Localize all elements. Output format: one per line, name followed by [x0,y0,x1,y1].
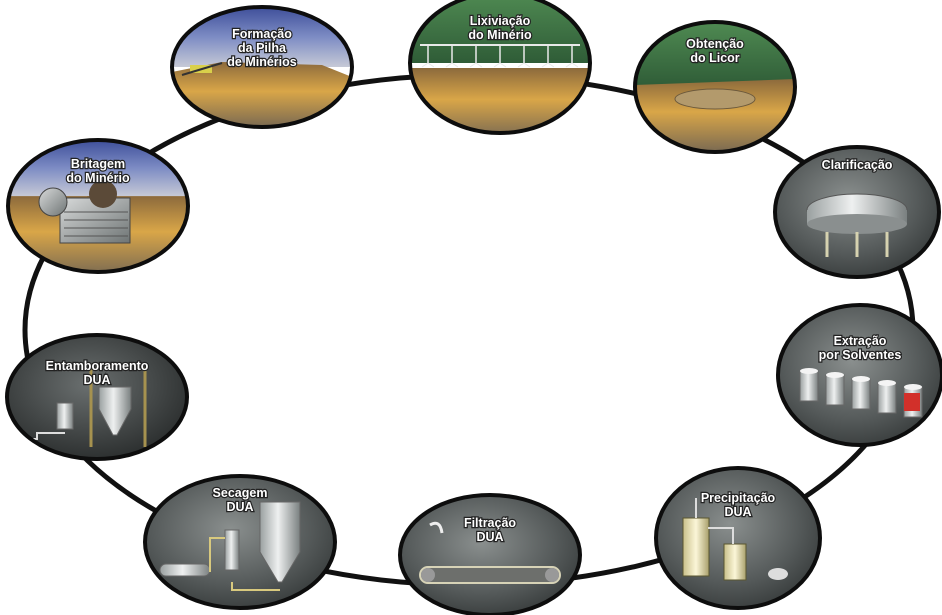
stage-border [5,333,189,461]
stage-border [6,138,190,274]
precipitation-illustration [656,468,820,608]
stage-border [633,20,797,154]
drumming-illustration [7,335,187,459]
stage-label-clarificacao: Clarificação [822,158,893,172]
stage-label-line: DUA [724,505,751,519]
solvent-illustration [778,305,942,445]
stage-label-line: DUA [83,373,110,387]
stage-label-line: DUA [476,530,503,544]
stage-label-line: Lixiviação [470,14,531,28]
stage-label-line: da Pilha [238,41,287,55]
stage-label-line: Obtenção [686,37,744,51]
clarifier-illustration [775,147,939,277]
stage-label-line: DUA [226,500,253,514]
stage-label-line: Secagem [213,486,268,500]
stage-border [654,466,822,610]
stage-border [398,493,582,615]
stage-label-line: Formação [232,27,292,41]
stage-border [143,474,337,610]
filtration-illustration [400,495,580,615]
stage-label-line: Extração [834,334,887,348]
stage-label-line: Filtração [464,516,516,530]
stage-label-line: do Minério [66,171,130,185]
stage-border [170,5,354,129]
stage-border [408,0,592,135]
stage-label-line: do Minério [468,28,532,42]
stage-label-line: por Solventes [819,348,902,362]
stage-label-line: do Licor [690,51,739,65]
stage-label-line: Entamboramento [46,359,149,373]
stage-label-line: Precipitação [701,491,776,505]
stage-label-line: Clarificação [822,158,893,172]
stage-node-clarificacao: Clarificação [773,145,941,279]
stage-border [773,145,941,279]
stage-label-line: Britagem [71,157,125,171]
drying-illustration [145,476,335,608]
stage-label-line: de Minérios [227,55,297,69]
stage-border [776,303,942,447]
